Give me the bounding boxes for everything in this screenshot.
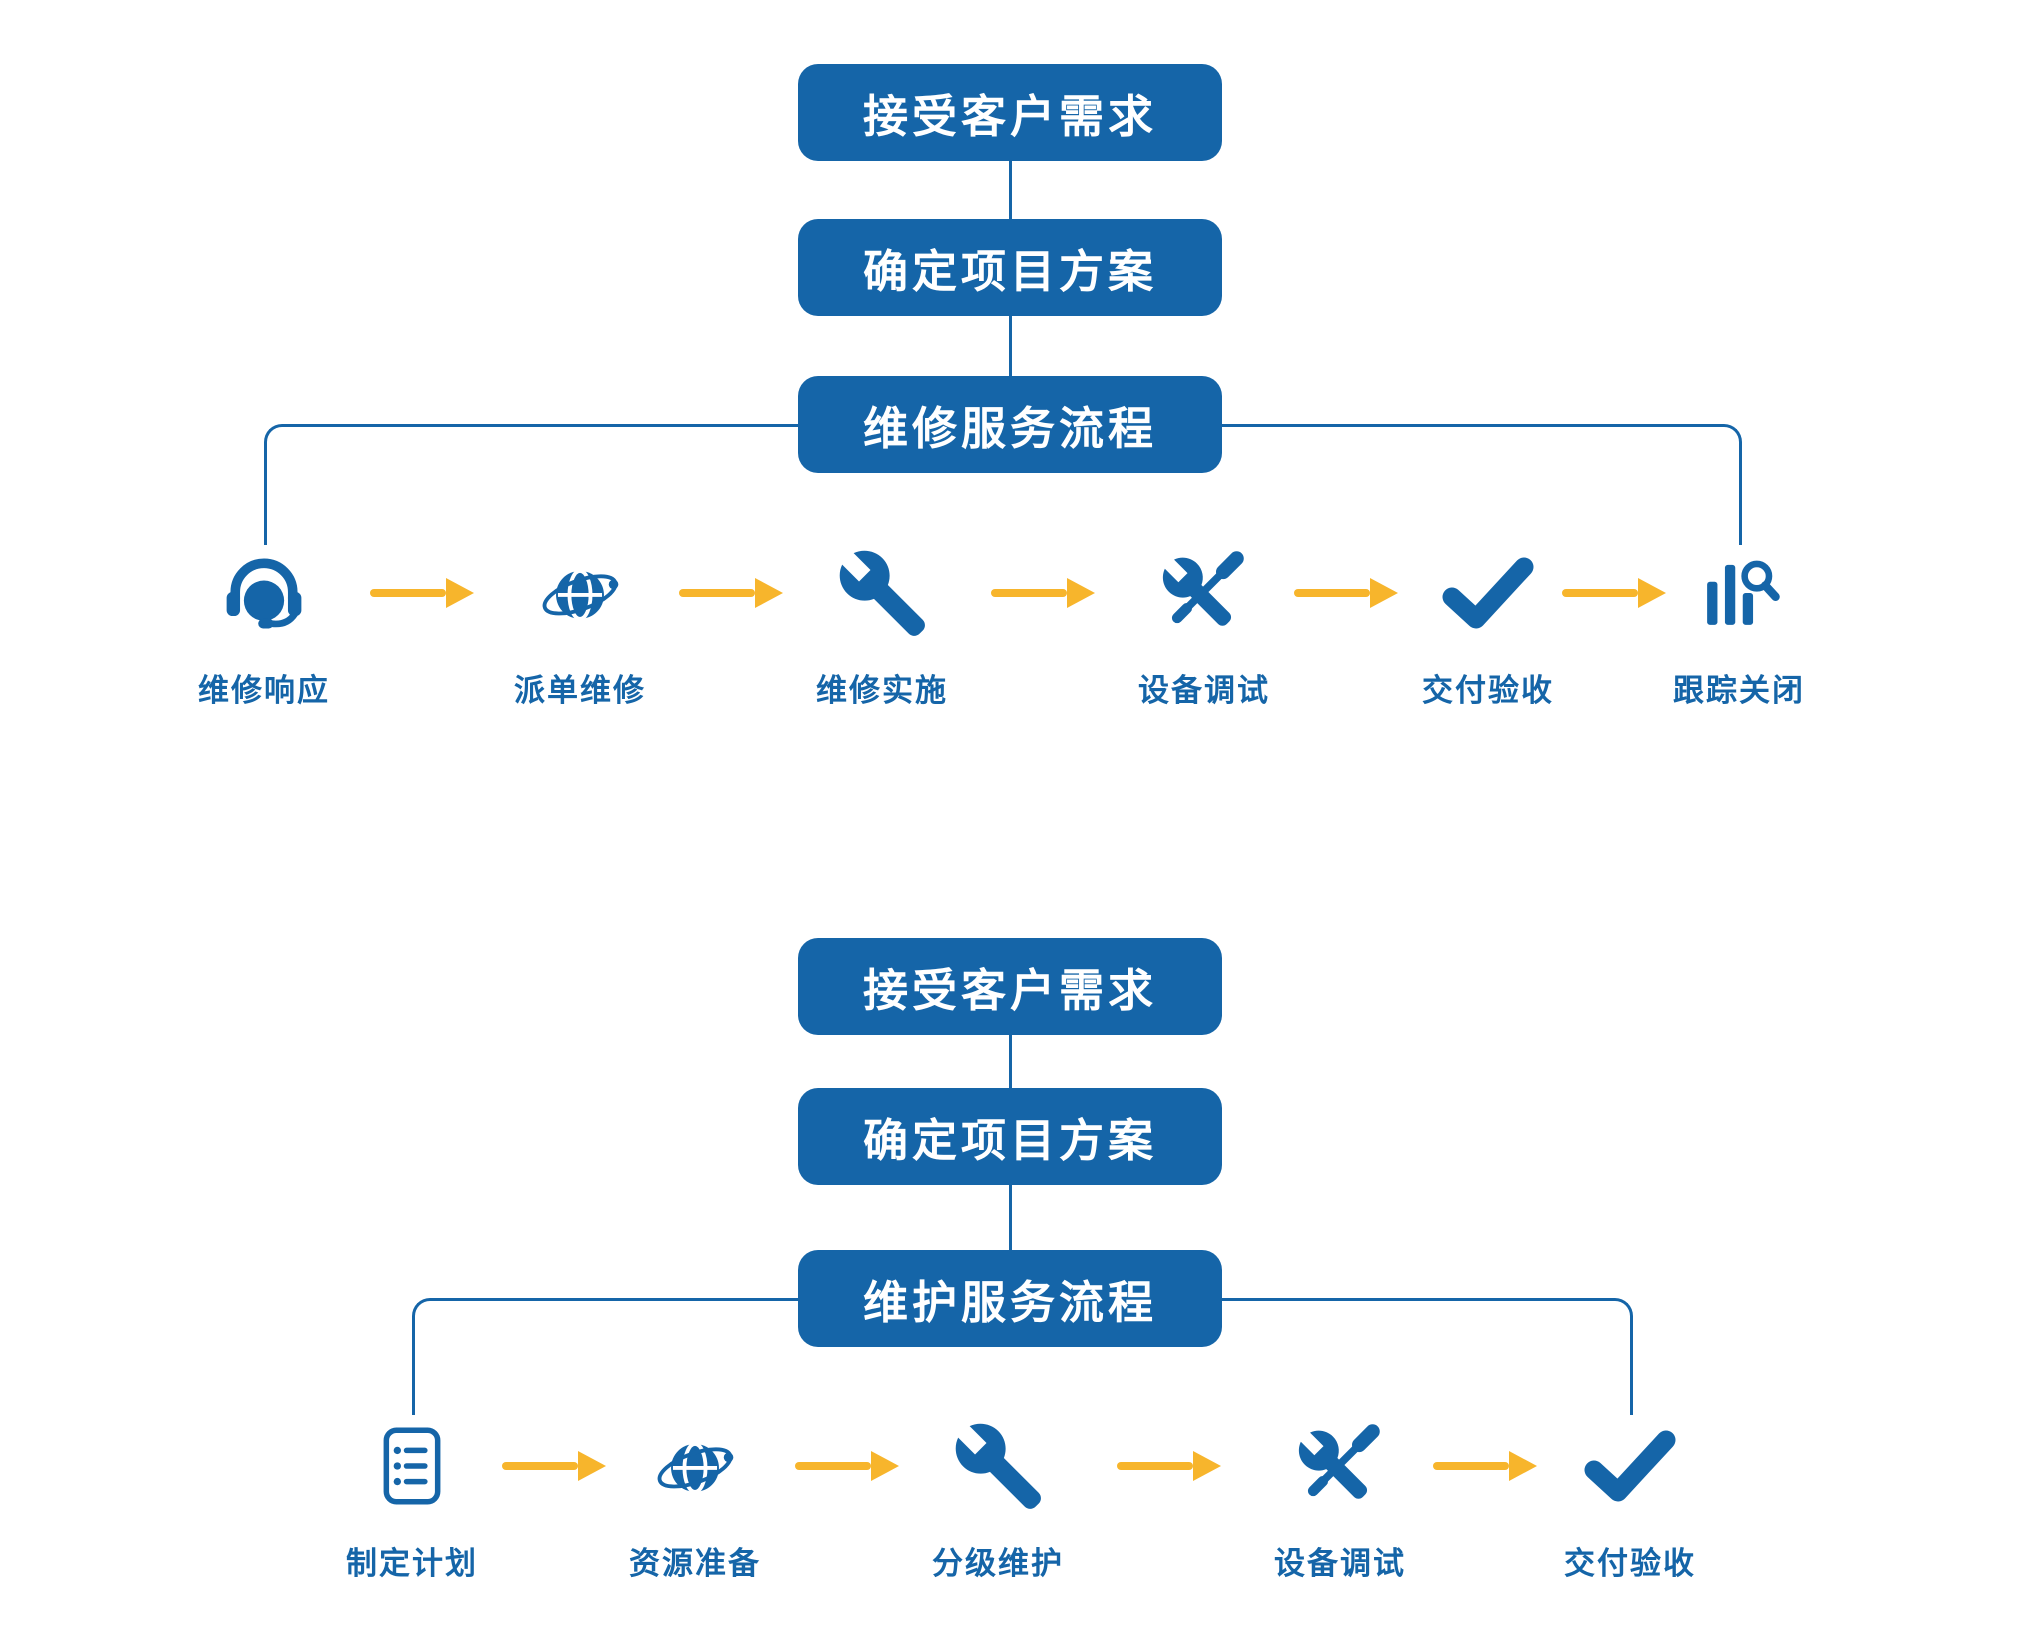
- flow-arrow: [679, 578, 783, 608]
- step-label: 设备调试: [1274, 1546, 1406, 1581]
- globe-icon: [575, 1416, 815, 1516]
- step-repair-implementation: 维修实施: [762, 543, 1002, 710]
- step-label: 分级维护: [932, 1546, 1064, 1581]
- globe-icon: [460, 543, 700, 643]
- wrench-icon: [878, 1416, 1118, 1516]
- flow-arrow: [502, 1451, 606, 1481]
- box-determine-project-plan: 确定项目方案: [798, 219, 1222, 316]
- flow-arrow: [1562, 578, 1666, 608]
- step-equipment-debugging: 设备调试: [1084, 543, 1324, 710]
- connector-line: [1009, 161, 1012, 219]
- step-label: 交付验收: [1422, 673, 1554, 708]
- flow-arrow: [991, 578, 1095, 608]
- bracket-left: [412, 1298, 801, 1415]
- step-dispatch-repair: 派单维修: [460, 543, 700, 710]
- step-tiered-maintenance: 分级维护: [878, 1416, 1118, 1583]
- step-make-plan: 制定计划: [292, 1416, 532, 1583]
- step-label: 派单维修: [514, 673, 646, 708]
- checkmark-icon: [1368, 543, 1608, 643]
- connector-line: [1009, 1035, 1012, 1088]
- wrench-icon: [762, 543, 1002, 643]
- connector-line: [1009, 316, 1012, 376]
- step-delivery-acceptance: 交付验收: [1510, 1416, 1750, 1583]
- step-label: 维修实施: [816, 673, 948, 708]
- connector-line: [1009, 1185, 1012, 1250]
- flow-arrow: [1433, 1451, 1537, 1481]
- step-label: 设备调试: [1138, 673, 1270, 708]
- step-equipment-debugging: 设备调试: [1220, 1416, 1460, 1583]
- step-repair-response: 维修响应: [144, 543, 384, 710]
- step-delivery-acceptance: 交付验收: [1368, 543, 1608, 710]
- box-repair-service-process: 维修服务流程: [798, 376, 1222, 473]
- bracket-right: [1222, 1298, 1633, 1415]
- crossed-tools-icon: [1220, 1416, 1460, 1516]
- step-label: 制定计划: [346, 1546, 478, 1581]
- step-label: 资源准备: [629, 1546, 761, 1581]
- crossed-tools-icon: [1084, 543, 1324, 643]
- checkmark-icon: [1510, 1416, 1750, 1516]
- step-resource-preparation: 资源准备: [575, 1416, 815, 1583]
- step-label: 交付验收: [1564, 1546, 1696, 1581]
- flow-arrow: [1294, 578, 1398, 608]
- step-label: 跟踪关闭: [1673, 673, 1805, 708]
- bracket-left: [264, 424, 801, 545]
- flow-arrow: [370, 578, 474, 608]
- flow-arrow: [795, 1451, 899, 1481]
- box-accept-customer-needs: 接受客户需求: [798, 938, 1222, 1035]
- headset-icon: [144, 543, 384, 643]
- bracket-right: [1222, 424, 1742, 545]
- flow-arrow: [1117, 1451, 1221, 1481]
- chart-magnifier-icon: [1619, 543, 1859, 643]
- box-accept-customer-needs: 接受客户需求: [798, 64, 1222, 161]
- checklist-icon: [292, 1416, 532, 1516]
- box-maintenance-service-process: 维护服务流程: [798, 1250, 1222, 1347]
- box-determine-project-plan: 确定项目方案: [798, 1088, 1222, 1185]
- step-label: 维修响应: [198, 673, 330, 708]
- step-track-close: 跟踪关闭: [1619, 543, 1859, 710]
